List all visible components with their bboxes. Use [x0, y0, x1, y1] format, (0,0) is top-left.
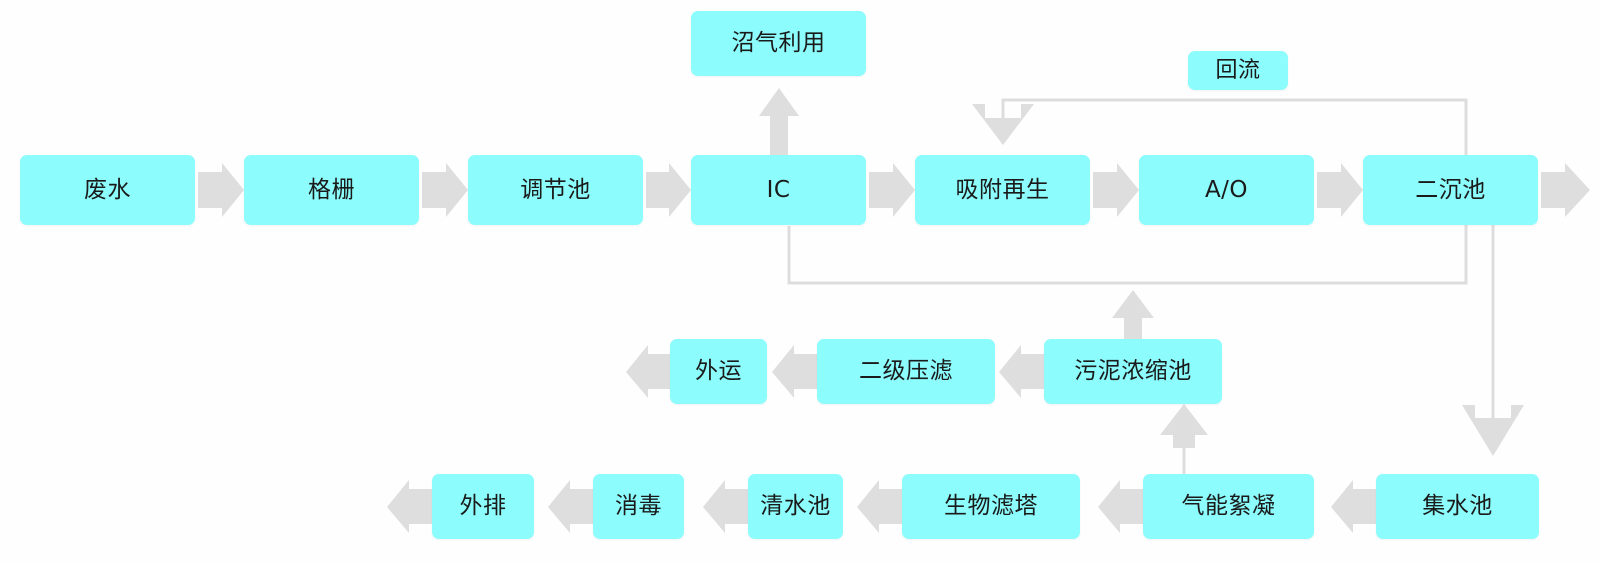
arrow-xiaodu-waipai — [548, 480, 593, 533]
node-erjiyalv[interactable]: 二级压滤 — [817, 339, 995, 404]
node-feishui[interactable]: 废水 — [20, 155, 195, 225]
edge-qinengxuning-wunishuo — [1160, 404, 1208, 474]
node-waipai[interactable]: 外排 — [432, 474, 534, 539]
node-label: 格栅 — [308, 176, 355, 203]
node-wunishuo[interactable]: 污泥浓缩池 — [1044, 339, 1222, 404]
node-qingshuichi[interactable]: 清水池 — [748, 474, 843, 539]
arrow-tiaojiechi-ic — [646, 163, 691, 217]
arrow-zhashan-tiaojiechi — [422, 163, 468, 217]
node-xiaodu[interactable]: 消毒 — [593, 474, 684, 539]
node-huiliu[interactable]: 回流 — [1188, 51, 1288, 90]
node-zhashan[interactable]: 格栅 — [244, 155, 419, 225]
node-ao[interactable]: A/O — [1139, 155, 1314, 225]
node-label: 废水 — [84, 176, 131, 203]
node-tiaojiechi[interactable]: 调节池 — [468, 155, 643, 225]
node-label: 消毒 — [615, 493, 662, 519]
node-label: 外运 — [695, 358, 742, 384]
node-label: 二级压滤 — [859, 358, 953, 384]
node-label: 气能絮凝 — [1181, 493, 1276, 519]
node-xifuzaisheng[interactable]: 吸附再生 — [915, 155, 1090, 225]
node-label: IC — [766, 176, 791, 203]
arrow-shengwulvta-qingshuichi — [857, 480, 902, 533]
node-jishuichi[interactable]: 集水池 — [1376, 474, 1539, 539]
node-waiyun[interactable]: 外运 — [670, 339, 767, 404]
node-zhaoqiliyong[interactable]: 沼气利用 — [691, 11, 866, 76]
reflux-loop — [972, 98, 1468, 155]
node-label: A/O — [1204, 176, 1249, 203]
node-label: 调节池 — [520, 176, 591, 203]
arrow-ao-erchenchi — [1317, 163, 1363, 217]
erchenchi-jishuichi-arrowhead — [1462, 405, 1524, 456]
node-label: 外排 — [459, 493, 507, 519]
arrow-wunishuo-trunk — [1112, 290, 1154, 339]
node-shengwulvta[interactable]: 生物滤塔 — [902, 474, 1080, 539]
arrow-ic-zhaoqiliyong — [759, 88, 799, 155]
arrow-qingshuichi-xiaodu — [703, 480, 748, 533]
arrow-ic-xifuzaisheng — [869, 163, 915, 217]
arrow-qinengxuning-shengwulvta — [1098, 480, 1143, 533]
arrow-xifuzaisheng-ao — [1093, 163, 1139, 217]
node-ic[interactable]: IC — [691, 155, 866, 225]
sludge-trunk-line — [787, 225, 1468, 285]
reflux-path — [1001, 98, 1468, 155]
arrow-waiyun-out — [626, 345, 670, 398]
node-erchenchi[interactable]: 二沉池 — [1363, 155, 1538, 225]
node-label: 沼气利用 — [731, 30, 826, 56]
reflux-arrowhead — [972, 104, 1034, 145]
arrow-wunishuo-erjiyalv — [999, 345, 1044, 398]
arrow-erchenchi-outflow — [1541, 163, 1590, 217]
edge-erchenchi-jishuichi — [1462, 225, 1524, 456]
node-label: 污泥浓缩池 — [1074, 358, 1192, 384]
node-label: 回流 — [1215, 57, 1261, 83]
qinengxuning-wunishuo-arrowhead — [1160, 404, 1208, 448]
node-label: 清水池 — [760, 493, 831, 519]
node-label: 集水池 — [1422, 493, 1493, 519]
arrow-feishui-zhashan — [198, 163, 244, 217]
node-label: 吸附再生 — [955, 176, 1050, 203]
arrow-erjiyalv-waiyun — [772, 345, 817, 398]
node-qinengxuning[interactable]: 气能絮凝 — [1143, 474, 1314, 539]
node-label: 二沉池 — [1415, 176, 1486, 203]
arrow-waipai-out — [387, 480, 432, 533]
node-label: 生物滤塔 — [944, 493, 1038, 519]
arrow-jishuichi-qinengxuning — [1331, 480, 1376, 533]
